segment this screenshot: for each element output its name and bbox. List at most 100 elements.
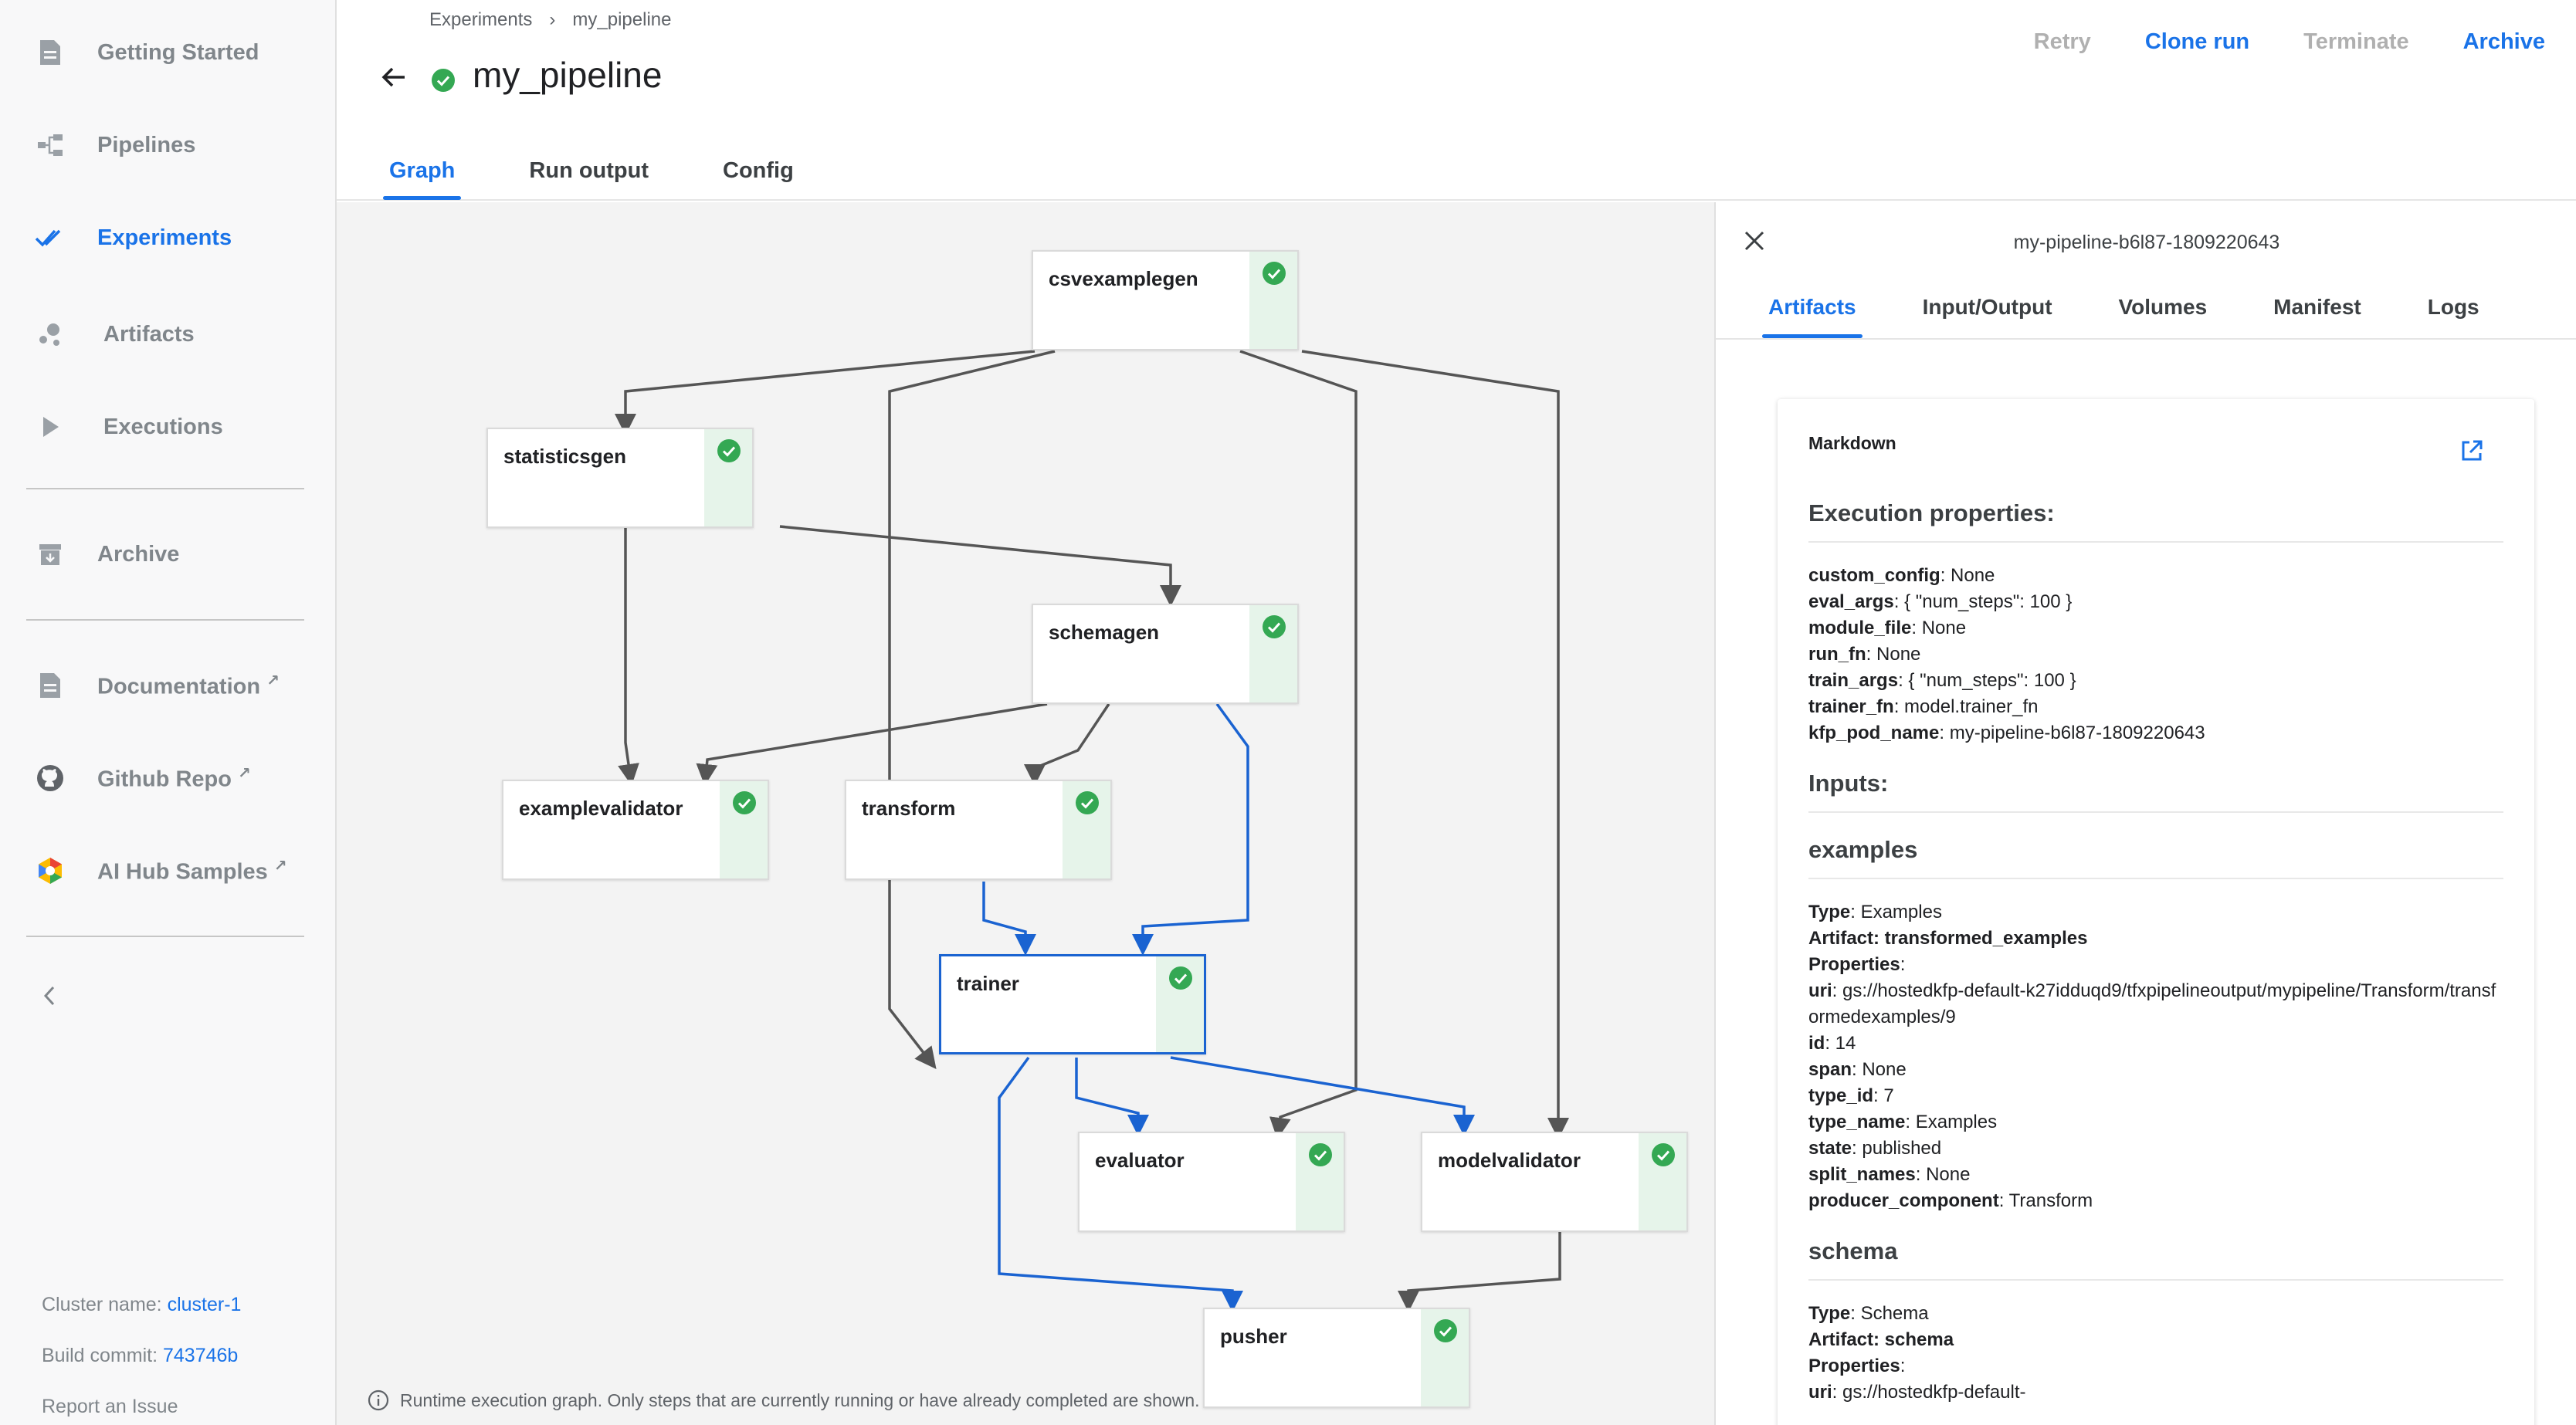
arrow-back-icon [381,67,405,87]
collapse-sidebar-button[interactable] [34,980,65,1011]
sidebar-item-archive[interactable]: Archive [0,523,337,585]
node-label: transform [862,797,956,820]
chevron-left-icon [43,986,55,1006]
property-row: kfp_pod_name: my-pipeline-b6l87-18092206… [1808,723,2205,743]
graph-node-evaluator[interactable]: evaluator [1078,1132,1345,1232]
property-row: train_args: { "num_steps": 100 } [1808,670,2076,691]
cluster-name-link[interactable]: cluster-1 [167,1294,242,1315]
breadcrumb: Experiments › my_pipeline [429,9,671,31]
archive-button[interactable]: Archive [2462,29,2545,54]
edge-csvexamplegen-modelvalidator [1301,350,1569,1139]
property-row: Artifact: schema [1808,1329,1954,1350]
info-icon [368,1389,389,1411]
sidebar-item-github-repo[interactable]: Github Repo↗ [0,747,337,809]
tab-input-output[interactable]: Input/Output [1922,295,2052,319]
retry-button[interactable]: Retry [2033,29,2091,54]
sidebar-item-label: Artifacts [103,321,195,347]
graph-node-modelvalidator[interactable]: modelvalidator [1421,1132,1688,1232]
property-row: span: None [1808,1059,1907,1080]
success-check-icon [432,69,455,92]
build-commit-link[interactable]: 743746b [163,1345,239,1366]
graph-node-statisticsgen[interactable]: statisticsgen [486,428,754,528]
breadcrumb-current: my_pipeline [572,9,672,30]
sidebar-item-label: Github Repo↗ [97,765,251,792]
tab-artifacts[interactable]: Artifacts [1762,295,1863,338]
sidebar-item-executions[interactable]: Executions [0,396,337,458]
page-header: Experiments › my_pipeline my_pipeline Re… [337,0,2576,201]
property-row: Type: Examples [1808,902,1942,922]
schema-details: Type: Schema Artifact: schema Properties… [1808,1301,2503,1406]
breadcrumb-experiments[interactable]: Experiments [429,9,533,30]
sidebar-item-documentation[interactable]: Documentation↗ [0,655,337,716]
node-details-panel: my-pipeline-b6l87-1809220643 Artifacts I… [1714,202,2576,1425]
property-row: eval_args: { "num_steps": 100 } [1808,591,2073,612]
property-row: type_name: Examples [1808,1112,1998,1132]
sidebar-item-label: Archive [97,541,180,567]
graph-node-transform[interactable]: transform [845,780,1112,880]
property-row: uri: gs://hostedkfp-default- [1808,1382,2026,1403]
property-row: run_fn: None [1808,644,1921,665]
sidebar-item-experiments[interactable]: Experiments [0,207,337,269]
success-check-icon [1309,1143,1332,1166]
property-row: Type: Schema [1808,1303,1929,1324]
success-check-icon [1076,791,1099,814]
graph-node-trainer[interactable]: trainer [939,954,1206,1054]
run-actions: Retry Clone run Terminate Archive [2034,29,2545,55]
tab-manifest[interactable]: Manifest [2273,295,2361,319]
sidebar-divider [26,619,304,621]
node-label: pusher [1220,1325,1287,1348]
sidebar-item-pipelines[interactable]: Pipelines [0,114,337,176]
edge-trainer-evaluator [1075,1058,1149,1136]
examples-details: Type: Examples Artifact: transformed_exa… [1808,899,2503,1214]
property-row: trainer_fn: model.trainer_fn [1808,696,2039,717]
graph-note: Runtime execution graph. Only steps that… [368,1389,1200,1411]
back-button[interactable] [374,57,414,97]
edge-schemagen-transform [1024,703,1110,786]
edge-trainer-modelvalidator [1170,1056,1475,1136]
tab-graph[interactable]: Graph [383,158,462,200]
archive-icon [34,538,66,570]
tab-run-output[interactable]: Run output [529,158,649,183]
tab-config[interactable]: Config [723,158,794,183]
graph-edges [615,350,1569,1312]
execution-properties-list: custom_config: None eval_args: { "num_st… [1808,563,2503,746]
success-check-icon [1652,1143,1675,1166]
node-label: trainer [957,972,1019,995]
property-row: id: 14 [1808,1033,1856,1054]
success-check-icon [1263,262,1286,285]
edge-csvexamplegen-statisticsgen [615,350,1035,435]
markdown-content: Execution properties: custom_config: Non… [1808,476,2503,1406]
graph-node-csvexamplegen[interactable]: csvexamplegen [1032,250,1299,350]
build-commit: Build commit: 743746b [42,1345,239,1366]
property-row: uri: gs://hostedkfp-default-k27idduqd9/t… [1808,980,2496,1027]
sidebar-item-getting-started[interactable]: Getting Started [0,22,337,83]
sidebar-item-label: Pipelines [97,132,196,157]
graph-node-examplevalidator[interactable]: examplevalidator [502,780,769,880]
edge-schemagen-trainer [1132,702,1249,956]
tab-volumes[interactable]: Volumes [2118,295,2208,319]
pipeline-graph: csvexamplegen statisticsgen schemagen ex… [337,202,1714,1425]
sidebar-item-ai-hub-samples[interactable]: AI Hub Samples↗ [0,840,337,902]
sidebar-item-artifacts[interactable]: Artifacts [0,303,337,365]
edge-csvexamplegen-evaluator [1239,350,1357,1139]
property-row: state: published [1808,1138,1942,1159]
sidebar: Getting Started Pipelines Experiments Ar… [0,0,337,1425]
close-panel-button[interactable] [1739,225,1770,256]
examples-heading: examples [1808,836,2503,879]
edge-statisticsgen-schemagen [779,525,1181,607]
clone-run-button[interactable]: Clone run [2144,29,2250,54]
node-label: evaluator [1095,1149,1185,1172]
edge-trainer-pusher [998,1056,1243,1312]
open-in-new-icon[interactable] [2459,438,2485,464]
close-icon [1744,231,1764,251]
terminate-button[interactable]: Terminate [2303,29,2409,54]
markdown-card: Markdown Execution properties: custom_co… [1778,399,2534,1425]
report-issue-link[interactable]: Report an Issue [42,1396,178,1417]
property-row: producer_component: Transform [1808,1190,2093,1211]
tab-logs[interactable]: Logs [2427,295,2479,319]
sidebar-item-label: Getting Started [97,39,259,65]
graph-node-schemagen[interactable]: schemagen [1032,604,1299,704]
graph-node-pusher[interactable]: pusher [1203,1308,1470,1408]
panel-title: my-pipeline-b6l87-1809220643 [2013,232,2280,253]
